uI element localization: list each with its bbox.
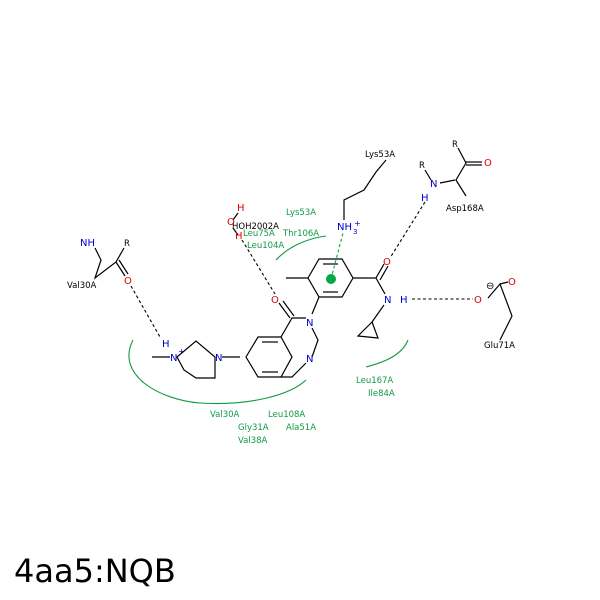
glu71-o2-label: O [474,295,482,306]
asp168-backbone [455,147,467,197]
val30-nh-label: NH [80,238,95,249]
hyd-leu167: Leu167A [356,376,393,386]
water-residue-label: HOH2002A [232,222,279,232]
ring-centroid [326,274,336,284]
hyd-leu104: Leu104A [247,241,284,251]
val30-r-label: R [124,239,130,249]
carbonyl-quin [278,302,291,319]
hydrophobic-arc-top [275,235,327,261]
hydrophobic-arc-bottom-left [128,339,307,405]
asp168-residue-label: Asp168A [446,204,484,214]
pip-h-label: H [162,339,170,350]
quin-o-label: O [271,295,279,306]
hbond-val30-pip [130,285,161,338]
water-h2-label: H [235,231,243,242]
quin-n1-label: N [306,318,313,329]
hydrophobic-arc-right [365,339,409,368]
pyrimidine-ring [280,317,306,338]
lys53-residue-label: Lys53A [365,150,395,160]
toluene-n-bond [311,296,320,315]
pi-cation-line [330,232,344,280]
hyd-val30: Val30A [210,410,240,420]
hyd-leu108: Leu108A [268,410,305,420]
val30-co-2 [118,259,129,275]
hbond-asp-amide [389,201,426,259]
hyd-ile84: Ile84A [368,389,395,399]
asp168-r-label: R [452,140,458,150]
val30-o-label: O [124,276,132,287]
hyd-gly31: Gly31A [238,423,269,433]
amide-co-1 [375,263,385,279]
pip-n2-label: N [215,353,222,364]
asp168-r2-label: R [419,161,425,171]
amide-h-label: H [400,295,408,306]
water-h1-label: H [237,203,245,214]
page-title: 4aa5:NQB [14,552,176,590]
pip-plus-charge: + [178,347,185,356]
asp168-o-label: O [484,158,492,169]
val30-residue-label: Val30A [67,281,97,291]
lys-nh3-plus: + [354,219,361,228]
hyd-lys53: Lys53A [286,208,316,218]
amide-n-cyclo [371,304,385,323]
cyclopropyl-ring [356,320,379,339]
val30-backbone [93,247,125,280]
quinazoline-benzene-ring [245,336,293,378]
asp168-h-label: H [421,193,429,204]
pyrimidine-ring-b [311,327,319,358]
hyd-thr106: Thr106A [282,229,319,239]
amide-cn [375,277,386,295]
glu71-co [499,281,509,285]
asp168-n-label: N [430,179,437,190]
water-bond-1 [232,212,239,221]
lys-nh3-label: NH [337,222,352,233]
glu71-minus: ⊖ [486,281,494,292]
quin-n2-label: N [306,354,313,365]
pip-n-plus-label: N [170,353,177,364]
water-o-label: O [227,217,235,228]
amide-co-2 [379,265,389,281]
lys53-chain [343,159,387,220]
carbonyl-quin-2 [282,300,295,317]
hyd-ala51: Ala51A [286,423,316,433]
glu71-residue-label: Glu71A [484,341,515,351]
water-bond-2 [232,227,239,236]
hyd-leu75: Leu75A [243,229,275,239]
glu71-chain [487,282,513,341]
lys-nh3-sub: 3 [353,228,357,236]
amide-n-label: N [384,295,391,306]
asp168-n-bond [439,179,456,184]
glu71-o1-label: O [508,277,516,288]
hyd-val38: Val38A [238,436,268,446]
piperazine-ring [176,340,216,379]
val30-co [115,261,126,277]
amide-o-label: O [383,257,391,268]
pyrimidine-ring-c [281,362,307,378]
asp168-r-bond [424,169,432,181]
